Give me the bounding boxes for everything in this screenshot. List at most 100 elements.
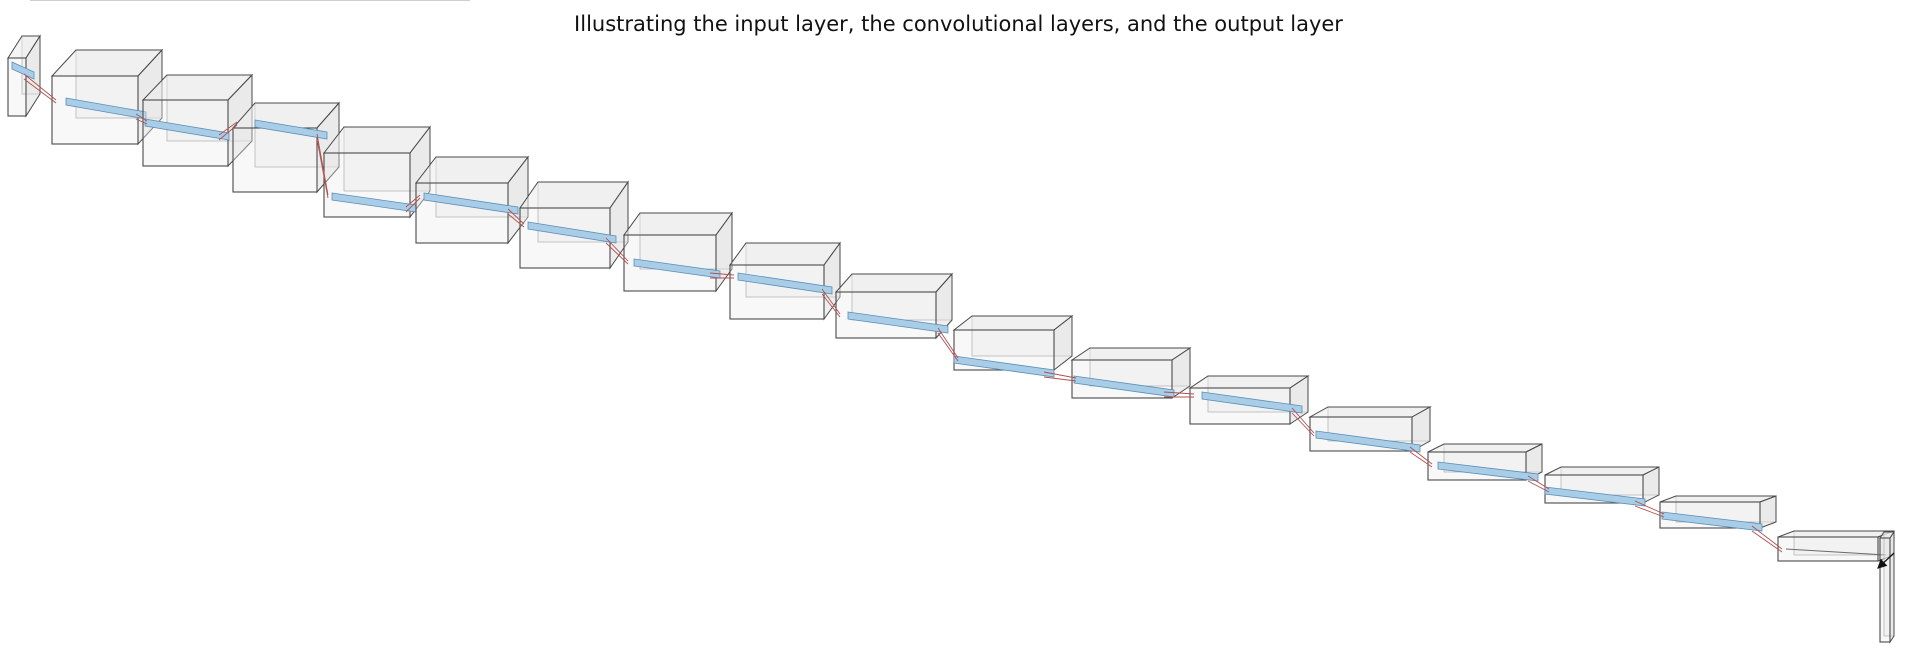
connector-3-line-b (218, 124, 238, 141)
connector-6-line-b (507, 213, 525, 228)
conv-layer-14 (1427, 443, 1543, 482)
conv-layer-15-top-face (1544, 466, 1660, 476)
conv-layer-8 (729, 241, 841, 321)
connector-17-line-a (1751, 525, 1783, 550)
connector-7-line-a (605, 237, 629, 262)
connector-5-line-b (405, 197, 421, 213)
conv-layer-2 (141, 73, 254, 168)
conv-layer-15 (1544, 466, 1660, 507)
conv-layer-9-kernel (847, 311, 949, 334)
connector-1-line-b (23, 78, 57, 104)
connector-6 (507, 208, 525, 228)
conv-layer-5-kernel (423, 192, 519, 215)
connector-9 (821, 288, 841, 318)
conv-layer-10-kernel (953, 355, 1055, 378)
connector-6-line-a (507, 208, 525, 225)
conv-layer-3 (231, 101, 341, 194)
diagram-title: Illustrating the input layer, the convol… (574, 12, 1343, 36)
connector-3 (218, 121, 238, 141)
conv-layer-2-kernel (144, 118, 230, 141)
connector-1 (23, 73, 57, 104)
connector-16-line-b (1634, 505, 1665, 518)
connector-4 (316, 133, 329, 199)
conv-layer-16-side-face (1759, 495, 1777, 529)
conv-layer-16-top-face (1659, 495, 1777, 503)
conv-layer-8-kernel (737, 272, 833, 295)
conv-layer-12-top-face (1188, 375, 1310, 389)
connector-13-line-a (1291, 407, 1315, 434)
connector-12-line-a (1163, 391, 1195, 395)
conv-layer-17-kernel (1785, 548, 1887, 556)
input-layer (7, 34, 41, 118)
connector-12 (1163, 391, 1195, 398)
connector-1-line-a (23, 73, 57, 101)
connector-8 (709, 272, 735, 279)
input-layer-kernel (11, 61, 35, 80)
conv-layer-10 (952, 314, 1074, 378)
conv-layer-8-front-face (729, 264, 825, 320)
connector-16-line-a (1634, 500, 1665, 515)
connector-4-line-b (316, 138, 329, 199)
connector-7-line-b (605, 242, 629, 265)
output-layer-side-face (1889, 530, 1895, 644)
output-layer-front-face (1879, 537, 1891, 643)
connector-7 (605, 237, 629, 265)
conv-layer-13-top-face (1308, 406, 1432, 418)
conv-layer-15-kernel (1544, 486, 1646, 507)
conv-layer-12-kernel (1201, 391, 1303, 414)
connector-17-line-b (1751, 530, 1783, 553)
conv-layer-13-kernel (1315, 430, 1421, 453)
connector-3-line-a (218, 121, 238, 136)
connector-10-line-b (937, 332, 959, 362)
conv-layer-6 (519, 180, 629, 270)
connector-15-line-a (1527, 475, 1550, 490)
connector-5-line-a (405, 194, 421, 208)
connector-2 (135, 113, 148, 125)
conv-layer-5 (414, 155, 530, 245)
top-divider (30, 0, 470, 1)
conv-layer-3-kernel (254, 119, 328, 140)
conv-layer-7 (623, 211, 733, 293)
conv-layer-9 (834, 272, 954, 340)
connector-10 (937, 327, 959, 362)
conv-layer-6-top-face (519, 181, 629, 209)
connector-13 (1291, 407, 1315, 437)
connector-4-line-a (316, 133, 329, 196)
connector-14-line-a (1409, 446, 1433, 465)
conv-layer-16 (1659, 495, 1777, 532)
connector-11-line-b (1043, 376, 1077, 382)
conv-layer-12 (1188, 375, 1310, 425)
connector-5 (405, 194, 421, 213)
conv-layer-10-top-face (952, 315, 1074, 331)
output-layer (1879, 530, 1895, 644)
conv-layer-14-top-face (1427, 443, 1543, 453)
connector-15 (1527, 475, 1550, 493)
conv-layer-17 (1777, 530, 1895, 562)
connector-14 (1409, 446, 1433, 468)
connector-8-line-a (709, 272, 735, 276)
connector-9-line-b (821, 293, 841, 318)
connector-16 (1634, 500, 1665, 518)
conv-layer-17-front-face (1777, 536, 1879, 562)
conv-layer-13 (1308, 406, 1432, 453)
connector-9-line-a (821, 288, 841, 315)
conv-layer-11 (1070, 347, 1192, 399)
connector-10-line-a (937, 327, 959, 359)
connector-2-line-b (135, 118, 148, 125)
connector-15-line-b (1527, 480, 1550, 493)
connector-17 (1751, 525, 1783, 553)
conv-layer-3-front-face (232, 127, 318, 193)
conv-layer-7-top-face (623, 212, 733, 236)
conv-layer-14-kernel (1437, 461, 1539, 482)
conv-layer-8-top-face (729, 242, 841, 266)
connector-14-line-b (1409, 451, 1433, 468)
connector-13-line-b (1291, 412, 1315, 437)
connector-11-line-a (1043, 371, 1077, 379)
connector-2-line-a (135, 113, 148, 122)
conv-layer-17-top-face (1777, 530, 1895, 538)
conv-layer-5-front-face (415, 182, 509, 244)
connector-11 (1043, 371, 1077, 382)
conv-layer-9-top-face (834, 273, 954, 293)
output-arrow (1877, 552, 1895, 569)
